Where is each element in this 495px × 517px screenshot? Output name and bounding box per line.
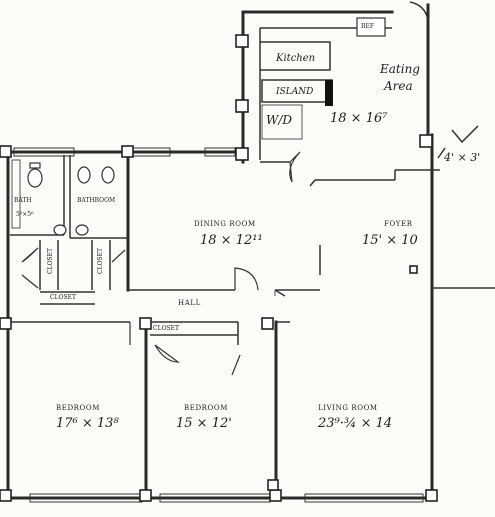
outer-walls: [4, 133, 495, 502]
terrace-mark-2: [437, 147, 446, 159]
terrace-mark: [451, 125, 479, 144]
toilet-left: [27, 168, 43, 188]
kitchen-walls: [241, 1, 440, 187]
toilet-right: [77, 166, 91, 184]
washer-dryer-label: W/D: [266, 113, 292, 127]
ref-label: REF: [361, 23, 375, 30]
toilet-left-tank: [29, 162, 41, 169]
kitchen-door-swing: [289, 151, 301, 183]
foyer-dim: 15' × 10: [362, 233, 418, 248]
bath-left-dim: 5⁶×5⁶: [16, 211, 34, 218]
bathtub: [11, 159, 21, 229]
terrace-dim: 4' × 3': [444, 151, 481, 164]
bath-left-label: BATH: [14, 197, 32, 204]
kitchen-appliance: [325, 80, 333, 106]
bedroom-2-dim: 15 × 12': [176, 416, 232, 431]
sink-left: [53, 224, 67, 236]
bedroom-walls: [8, 320, 290, 500]
columns: [0, 34, 438, 502]
closet-bottom-label: CLOSET: [50, 294, 76, 301]
kitchen-counter: [260, 41, 331, 71]
window-dining-top-2: [204, 147, 236, 157]
eating-area-dim: 18 × 16⁷: [330, 111, 388, 126]
closet-door-right: [111, 249, 126, 263]
eating-area-label-2: Area: [384, 79, 413, 93]
foyer-post: [409, 265, 418, 274]
washer-dryer: [261, 104, 303, 140]
closet-right-label: CLOSET: [97, 248, 104, 274]
refrigerator: [356, 17, 386, 37]
closet-left-label: CLOSET: [47, 248, 54, 274]
bath-right-label: BATHROOM: [77, 197, 116, 204]
bedroom-1-dim: 17⁶ × 13⁸: [56, 416, 119, 431]
living-room-label: LIVING ROOM: [318, 404, 378, 412]
dining-room-dim: 18 × 12¹¹: [200, 233, 263, 248]
dining-door-swing: [234, 267, 259, 291]
living-room-dim: 23⁹·¾ × 14: [318, 416, 393, 431]
toilet-right-2: [101, 166, 115, 184]
bedroom-1-label: BEDROOM: [56, 404, 100, 412]
eating-area-label-1: Eating: [380, 62, 420, 76]
hall-label: HALL: [178, 299, 201, 307]
bedroom-2-door: [154, 344, 180, 363]
window-living: [304, 493, 424, 503]
bedroom-2-closet-door: [231, 354, 241, 376]
hall-notch: [274, 289, 286, 297]
dining-walls: [128, 245, 321, 291]
hall-closet-label: CLOSET: [153, 325, 179, 332]
closet-door-left: [21, 247, 39, 263]
sink-right: [75, 224, 89, 236]
closet-walls: [39, 240, 111, 305]
window-bath: [13, 147, 75, 157]
kitchen-label: Kitchen: [276, 53, 316, 64]
foyer-label: FOYER: [384, 220, 413, 228]
closet-door-left-2: [21, 274, 39, 289]
island-label: ISLAND: [276, 87, 314, 97]
dining-room-label: DINING ROOM: [194, 220, 256, 228]
bathroom-walls: [10, 153, 130, 292]
bedroom-2-label: BEDROOM: [184, 404, 228, 412]
